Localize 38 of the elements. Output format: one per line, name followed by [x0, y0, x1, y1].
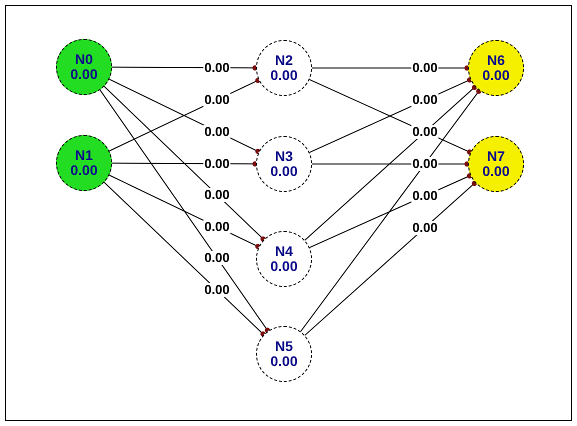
- edge-label: 0.00: [411, 157, 439, 171]
- node-name: N4: [275, 244, 293, 259]
- edge-label: 0.00: [203, 156, 231, 171]
- connection-line: [304, 180, 477, 336]
- node-name: N1: [75, 148, 93, 163]
- connection-line: [300, 88, 482, 332]
- node-name: N7: [487, 149, 505, 164]
- node-value: 0.00: [270, 68, 298, 83]
- connection-line: [304, 84, 478, 241]
- node-value: 0.00: [482, 164, 510, 179]
- edge-label: 0.00: [203, 60, 231, 75]
- node-value: 0.00: [270, 354, 298, 369]
- connection-line: [104, 182, 266, 337]
- edge-label: 0.00: [203, 124, 231, 138]
- node-name: N3: [275, 149, 293, 164]
- edge-label: 0.00: [411, 220, 439, 235]
- edge-label: 0.00: [411, 93, 439, 108]
- node-value: 0.00: [270, 259, 298, 274]
- node-value: 0.00: [70, 67, 98, 82]
- node-name: N5: [275, 339, 293, 354]
- node-value: 0.00: [70, 163, 98, 178]
- neuron-circle: [56, 135, 112, 191]
- connection-line: [100, 89, 270, 333]
- node-value: 0.00: [482, 68, 510, 83]
- node-name: N2: [275, 53, 293, 68]
- node-value: 0.00: [270, 164, 298, 179]
- edge-label: 0.00: [411, 188, 439, 203]
- edge-label: 0.00: [203, 220, 231, 234]
- edge-label: 0.00: [203, 283, 231, 297]
- edge-label: 0.00: [411, 124, 439, 139]
- edge-label: 0.00: [203, 92, 231, 107]
- edge-label: 0.00: [203, 188, 231, 202]
- edge-label: 0.00: [411, 61, 439, 75]
- connection-line: [104, 86, 266, 242]
- edge-label: 0.00: [203, 250, 231, 265]
- node-name: N0: [75, 52, 93, 67]
- neuron-circle: [56, 39, 112, 95]
- node-name: N6: [487, 53, 505, 68]
